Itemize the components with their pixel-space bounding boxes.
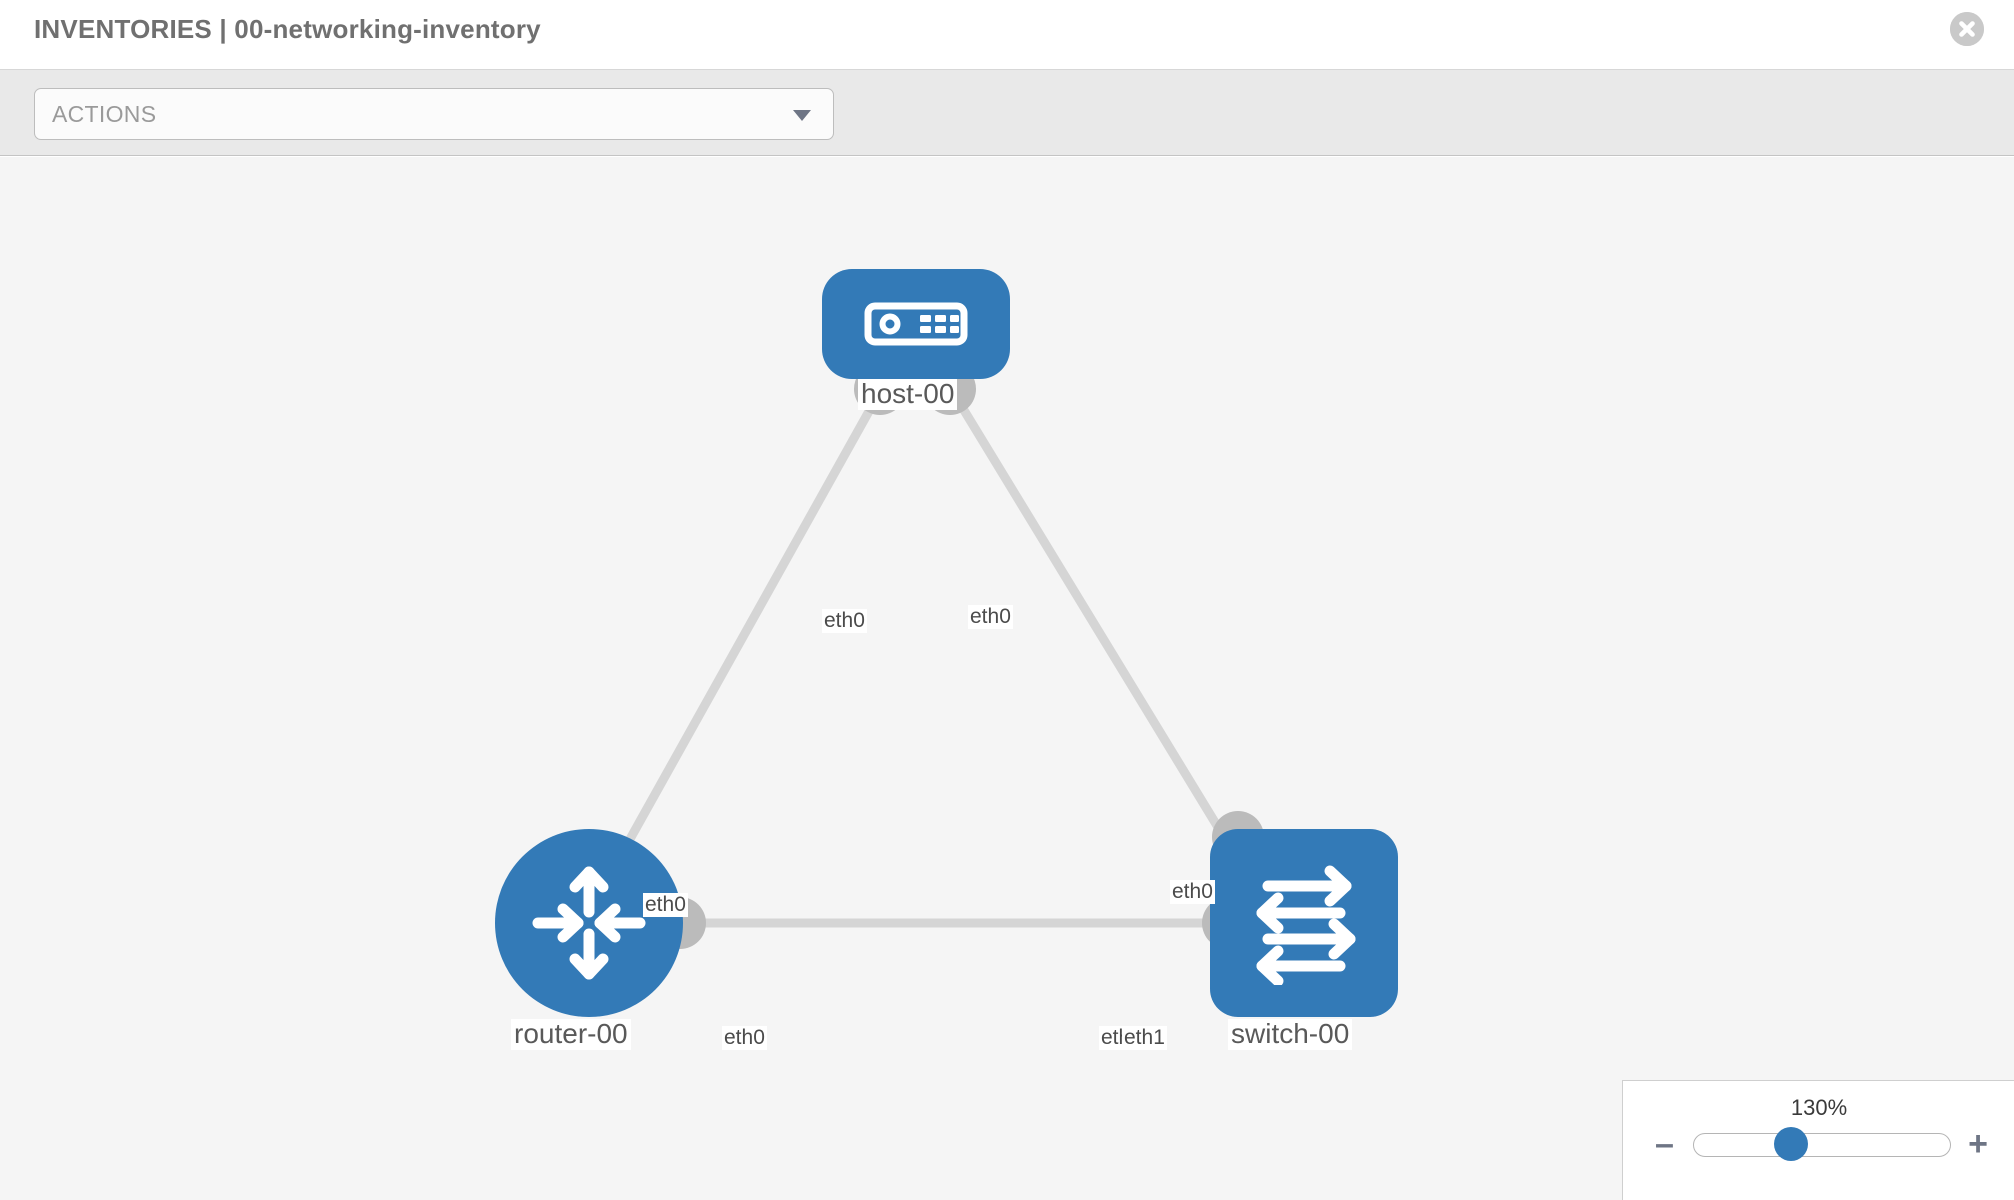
router-arrows-icon — [532, 866, 646, 980]
router-node-shape[interactable] — [495, 829, 683, 1017]
toolbar: ACTIONS SEARCH — [0, 70, 2014, 210]
page-title: INVENTORIES | 00-networking-inventory — [34, 14, 541, 44]
interface-label: eth0 — [822, 609, 867, 634]
chevron-down-icon — [793, 110, 811, 121]
interface-label: eth0 — [968, 605, 1013, 630]
server-icon — [864, 302, 968, 346]
node-label-router-00: router-00 — [511, 1018, 631, 1050]
node-label-host-00: host-00 — [858, 378, 958, 410]
switch-node-shape[interactable] — [1210, 829, 1398, 1017]
link-connectors — [584, 363, 1264, 949]
zoom-level-value: 130% — [1790, 1095, 1848, 1120]
host-node-shape[interactable] — [822, 269, 1010, 379]
interface-label: eth0 — [643, 893, 688, 918]
page-header: INVENTORIES | 00-networking-inventory — [0, 0, 2014, 70]
zoom-slider-thumb[interactable] — [1774, 1127, 1808, 1161]
actions-dropdown[interactable]: ACTIONS — [34, 88, 834, 140]
plus-icon[interactable]: + — [1968, 1125, 1988, 1163]
close-icon[interactable] — [1950, 12, 1984, 46]
interface-label: eth1 — [1122, 1026, 1167, 1051]
link-host00-router00 — [616, 376, 891, 860]
topology-canvas[interactable]: host-00 — [0, 157, 2014, 1200]
interface-label: eth0 — [722, 1026, 767, 1051]
minus-icon[interactable]: – — [1655, 1125, 1674, 1163]
node-label-switch-00: switch-00 — [1228, 1018, 1353, 1050]
zoom-slider-track[interactable] — [1693, 1133, 1951, 1157]
link-host00-switch00 — [941, 376, 1234, 850]
zoom-control-panel: 130% – + — [1622, 1080, 2014, 1200]
actions-dropdown-label: ACTIONS — [52, 101, 157, 127]
interface-label: eth0 — [1170, 880, 1215, 905]
switch-arrows-icon — [1256, 865, 1356, 985]
